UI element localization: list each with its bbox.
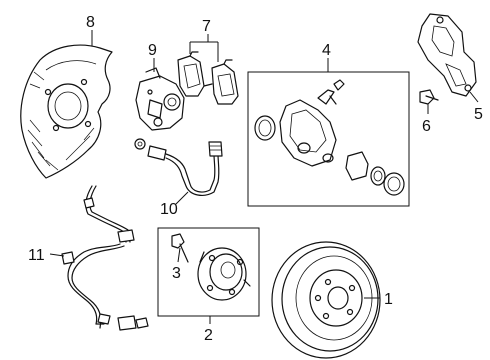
callout-4: 4 [322,42,331,59]
part-brake-pads [177,51,239,105]
part-brake-rotor [271,241,381,359]
part-dust-shield [20,44,113,179]
callout-2: 2 [204,327,213,344]
part-bolt [419,89,439,105]
callout-3: 3 [172,265,181,282]
part-hub-bearing [171,233,251,301]
leader-7 [189,34,219,62]
callout-5: 5 [474,106,483,123]
part-brake-hose [134,138,223,196]
callout-7: 7 [202,18,211,35]
leader-10 [175,191,189,205]
callout-10: 10 [160,201,178,218]
callout-1: 1 [384,291,393,308]
callout-9: 9 [148,42,157,59]
callout-11: 11 [28,247,45,264]
part-abs-sensor-harness [61,185,149,331]
hub-assembly-box [157,227,260,317]
callout-8: 8 [86,14,95,31]
callout-labels: 8 9 7 4 5 6 10 11 3 2 1 [28,14,483,344]
part-mounting-bracket [417,13,477,97]
leader-3 [177,247,181,263]
leader-lines [49,30,479,324]
leader-5 [469,91,479,103]
part-caliper-bracket [135,67,185,131]
part-caliper-assembly [254,79,405,196]
callout-6: 6 [422,118,431,135]
leader-11 [49,253,65,257]
